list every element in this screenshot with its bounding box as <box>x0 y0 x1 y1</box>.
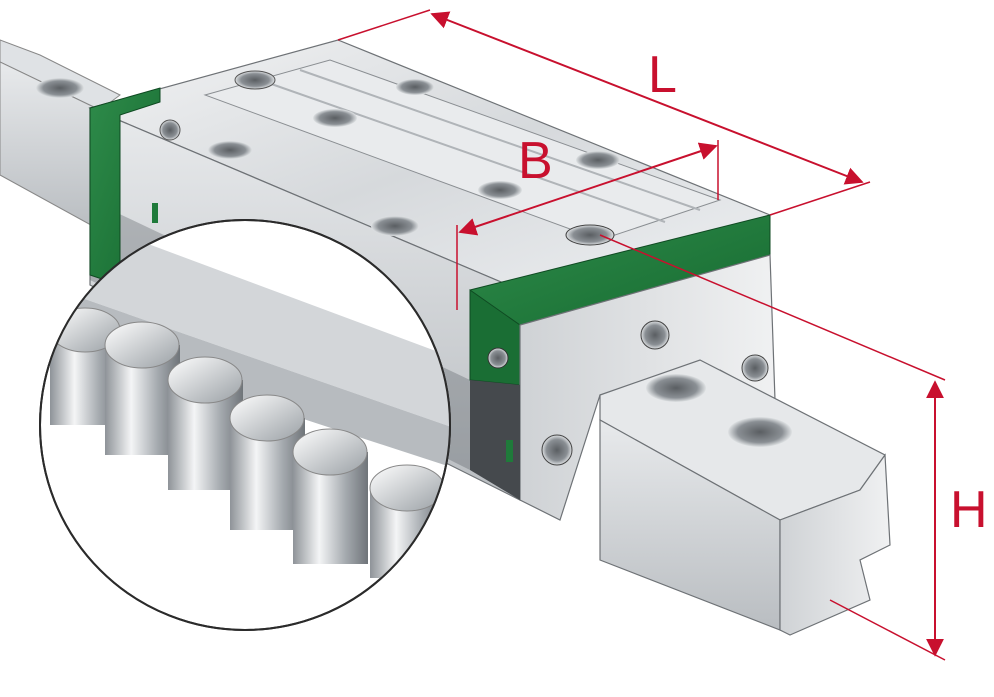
guide-rail-back <box>0 39 121 231</box>
lube-nipple-icon <box>565 224 615 246</box>
dimension-label-length: L <box>648 46 677 104</box>
mounting-hole-icon <box>371 216 419 236</box>
dimension-length <box>337 9 871 216</box>
end-seal-back <box>89 87 161 286</box>
mounting-hole-icon <box>728 417 792 447</box>
mounting-hole-icon <box>208 141 252 159</box>
socket-screw-icon <box>541 434 573 466</box>
mounting-hole-icon <box>646 374 706 402</box>
cylindrical-roller-icon <box>229 394 305 530</box>
cylindrical-roller-icon <box>292 428 368 564</box>
seal-indicator <box>506 440 513 462</box>
socket-screw-icon <box>741 354 769 382</box>
socket-screw-icon <box>640 320 670 350</box>
roller-detail-magnifier <box>39 219 451 631</box>
socket-screw-icon <box>159 119 181 141</box>
cylindrical-roller-icon <box>104 321 180 455</box>
mounting-hole-icon <box>396 79 434 95</box>
mounting-hole-icon <box>36 78 84 98</box>
dimension-label-width: B <box>518 132 553 190</box>
guide-rail-front <box>599 359 891 636</box>
mounting-hole-icon <box>576 151 620 169</box>
seal-indicator <box>152 203 158 223</box>
dimension-label-height: H <box>950 481 988 539</box>
dimension-width <box>456 140 719 310</box>
mounting-hole-icon <box>313 109 357 127</box>
cylindrical-roller-icon <box>369 464 445 578</box>
end-seal-front <box>469 214 776 521</box>
socket-screw-icon <box>487 347 509 369</box>
mounting-hole-icon <box>478 181 522 199</box>
dimension-height <box>599 234 946 661</box>
lube-nipple-icon <box>234 70 276 90</box>
